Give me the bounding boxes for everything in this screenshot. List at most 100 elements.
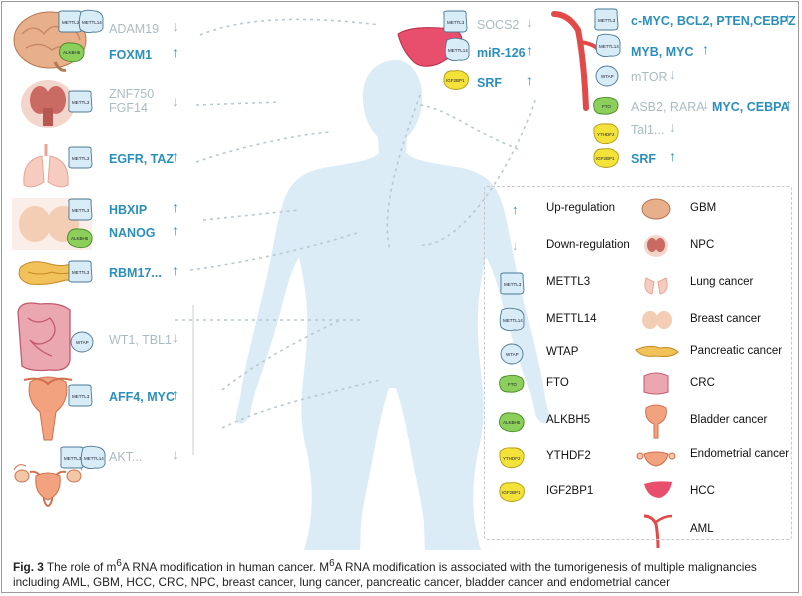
target-socs2: SOCS2	[477, 18, 520, 32]
up-arrow-icon: ↑	[702, 41, 709, 57]
svg-text:METTL3: METTL3	[504, 282, 522, 287]
target-adam19: ADAM19	[109, 22, 160, 36]
legend-label-wtap: WTAP	[546, 346, 579, 358]
legend-label-ythdf2: YTHDF2	[546, 450, 591, 462]
legend-label-endometrial: Endometrial cancer	[690, 448, 790, 460]
legend-label-mettl14: METTL14	[546, 313, 597, 325]
target-rbm17: RBM17...	[109, 266, 162, 280]
down-arrow-icon: ↓	[172, 93, 179, 109]
up-arrow-icon: ↑	[172, 44, 179, 60]
legend	[484, 186, 792, 540]
up-arrow-icon: ↑	[669, 148, 676, 164]
target-aff4-myc: AFF4, MYC	[109, 390, 175, 404]
svg-text:YTHDF2: YTHDF2	[503, 456, 521, 461]
legend-label-crc: CRC	[690, 377, 715, 389]
target-mir126: miR-126	[477, 46, 526, 60]
svg-text:ALKBH5: ALKBH5	[63, 50, 81, 55]
target-mtor: mTOR	[631, 70, 668, 84]
target-egfr-taz: EGFR, TAZ	[109, 152, 175, 166]
target-hbxip: HBXIP	[109, 203, 148, 217]
legend-label-hcc: HCC	[690, 485, 715, 497]
legend-label-npc: NPC	[690, 239, 715, 251]
bladder-icon	[23, 376, 73, 441]
svg-text:METTL3: METTL3	[72, 270, 90, 275]
svg-text:METTL3: METTL3	[72, 156, 90, 161]
svg-text:FTO: FTO	[602, 104, 611, 109]
blood-vessel-icon	[551, 11, 602, 111]
svg-text:ALKBH5: ALKBH5	[71, 236, 89, 241]
caption-sup-2: 6	[329, 558, 335, 569]
down-arrow-icon: ↓	[172, 329, 179, 345]
down-arrow-icon: ↓	[526, 14, 533, 30]
svg-text:METTL3: METTL3	[72, 208, 90, 213]
down-arrow-icon: ↓	[669, 119, 676, 135]
caption-fig-label: Fig. 3	[13, 559, 44, 574]
svg-text:METTL14: METTL14	[448, 48, 468, 53]
svg-text:METTL14: METTL14	[82, 20, 102, 25]
target-cmyc-bcl2: c-MYC, BCL2, PTEN,CEBPZ	[631, 14, 796, 28]
up-arrow-icon: ↑	[526, 72, 533, 88]
connector-lines	[175, 18, 536, 429]
target-asb2-rara: ASB2, RARA	[631, 100, 705, 114]
intestine-icon	[17, 302, 71, 372]
svg-text:↓: ↓	[512, 238, 519, 253]
svg-text:METTL14: METTL14	[503, 318, 523, 323]
target-myb-myc: MYB, MYC	[631, 45, 694, 59]
human-body	[235, 60, 550, 550]
up-arrow-icon: ↑	[784, 10, 791, 26]
caption-text-1: The role of m	[46, 559, 117, 574]
caption-text-2: A RNA modification in human cancer. M	[121, 559, 330, 574]
svg-text:METTL3: METTL3	[598, 18, 616, 23]
legend-icons: ↑ ↓ METTL3 METTL14 WTAP FTO ALKBH5 YTHDF…	[498, 198, 679, 549]
svg-text:METTL14: METTL14	[84, 456, 104, 461]
target-foxm1: FOXM1	[109, 48, 153, 62]
svg-text:FTO: FTO	[508, 382, 517, 387]
svg-text:METTL3: METTL3	[72, 100, 90, 105]
target-srf-hcc: SRF	[477, 76, 502, 90]
target-myc-cebpa: MYC, CEBPA	[712, 100, 790, 114]
svg-text:IGF2BP1: IGF2BP1	[446, 78, 465, 83]
caption-text-3: A RNA modification is associated with th…	[13, 559, 757, 589]
down-arrow-icon: ↓	[172, 18, 179, 34]
svg-text:WTAP: WTAP	[601, 74, 614, 79]
svg-text:IGF2BP1: IGF2BP1	[596, 156, 615, 161]
target-fgf14: FGF14	[109, 101, 148, 115]
legend-label-mettl3: METTL3	[546, 276, 591, 288]
legend-label-up: Up-regulation	[546, 202, 616, 214]
target-tal1: Tal1...	[631, 123, 665, 137]
down-arrow-icon: ↓	[702, 96, 709, 112]
down-arrow-icon: ↓	[172, 446, 179, 462]
up-arrow-icon: ↑	[172, 222, 179, 238]
uterus-icon	[13, 464, 83, 507]
legend-label-aml: AML	[690, 523, 714, 535]
m6a-diagram: METTL3 METTL14 ALKBH5 METTL3 METTL3 METT…	[12, 8, 679, 550]
target-nanog: NANOG	[109, 226, 156, 240]
target-akt: AKT...	[109, 450, 143, 464]
up-arrow-icon: ↑	[172, 199, 179, 215]
legend-label-breast: Breast cancer	[690, 313, 761, 325]
svg-text:METTL3: METTL3	[62, 20, 80, 25]
svg-text:METTL14: METTL14	[599, 44, 619, 49]
legend-label-bladder: Bladder cancer	[690, 414, 768, 426]
legend-label-lung: Lung cancer	[690, 276, 754, 288]
lung-icon	[23, 144, 69, 188]
svg-text:WTAP: WTAP	[76, 340, 89, 345]
legend-label-igf2bp1: IGF2BP1	[546, 485, 594, 497]
svg-text:IGF2BP1: IGF2BP1	[502, 490, 521, 495]
legend-label-pancreas: Pancreatic cancer	[690, 345, 783, 357]
target-wt1-tbl1: WT1, TBL1	[109, 333, 172, 347]
legend-label-alkbh5: ALKBH5	[546, 414, 591, 426]
legend-label-fto: FTO	[546, 377, 569, 389]
target-znf750: ZNF750	[109, 87, 155, 101]
figure-caption: Fig. 3 The role of m6A RNA modification …	[13, 556, 793, 590]
caption-sup-1: 6	[116, 558, 122, 569]
svg-text:YTHDF2: YTHDF2	[597, 132, 615, 137]
legend-label-gbm: GBM	[690, 202, 717, 214]
up-arrow-icon: ↑	[172, 262, 179, 278]
svg-text:METTL3: METTL3	[72, 394, 90, 399]
up-arrow-icon: ↑	[172, 148, 179, 164]
up-arrow-icon: ↑	[526, 42, 533, 58]
up-arrow-icon: ↑	[172, 386, 179, 402]
up-arrow-icon: ↑	[785, 96, 792, 112]
